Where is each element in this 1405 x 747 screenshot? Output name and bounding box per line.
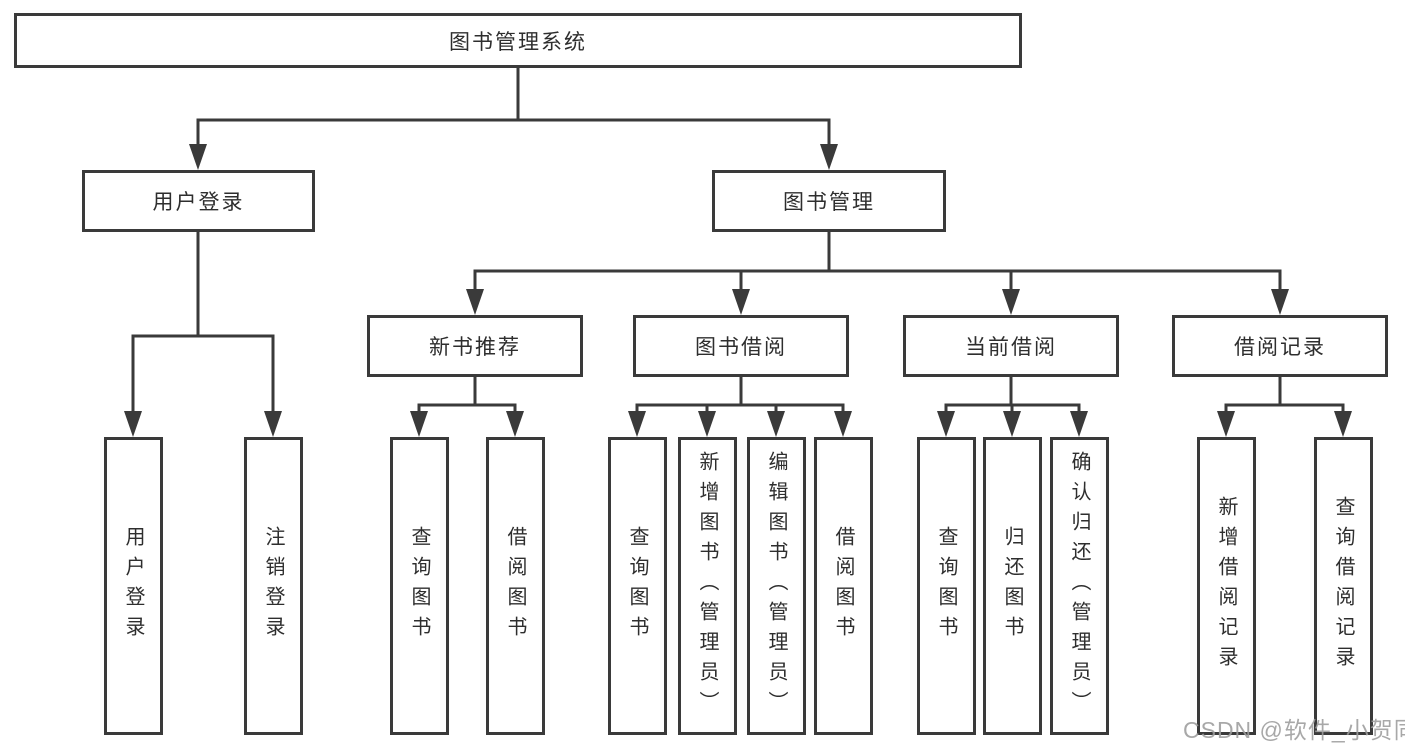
node-new-book-recommendation-label: 新书推荐 xyxy=(429,336,521,359)
leaf-borrow-books-borrow-label: 借阅图书 xyxy=(832,526,854,646)
leaf-borrow-books-recommend: 借阅图书 xyxy=(486,437,545,735)
leaf-add-borrow-record-label: 新增借阅记录 xyxy=(1215,496,1237,676)
leaf-query-borrow-record-label: 查询借阅记录 xyxy=(1332,496,1354,676)
leaf-return-book-label: 归还图书 xyxy=(1001,526,1023,646)
node-user-login: 用户登录 xyxy=(82,170,315,232)
node-user-login-label: 用户登录 xyxy=(152,191,245,214)
leaf-add-borrow-record: 新增借阅记录 xyxy=(1197,437,1256,735)
leaf-query-books-recommend: 查询图书 xyxy=(390,437,449,735)
leaf-query-books-borrow: 查询图书 xyxy=(608,437,667,735)
node-book-management-label: 图书管理 xyxy=(783,191,875,214)
leaf-query-borrow-record: 查询借阅记录 xyxy=(1314,437,1373,735)
leaf-query-books-current: 查询图书 xyxy=(917,437,976,735)
leaf-user-login-label: 用户登录 xyxy=(122,526,144,646)
watermark: CSDN @软件_小贺同学 xyxy=(1183,717,1405,743)
node-root: 图书管理系统 xyxy=(14,13,1022,68)
leaf-add-book-admin-label: 新增图书（管理员） xyxy=(696,451,718,721)
node-root-label: 图书管理系统 xyxy=(449,30,587,54)
node-borrowing-records-label: 借阅记录 xyxy=(1234,336,1326,359)
leaf-confirm-return-admin-label: 确认归还（管理员） xyxy=(1068,451,1090,721)
leaf-query-books-current-label: 查询图书 xyxy=(935,526,957,646)
leaf-confirm-return-admin: 确认归还（管理员） xyxy=(1050,437,1109,735)
node-book-borrowing: 图书借阅 xyxy=(633,315,849,377)
leaf-query-books-borrow-label: 查询图书 xyxy=(626,526,648,646)
node-current-borrowing: 当前借阅 xyxy=(903,315,1119,377)
leaf-logout-login: 注销登录 xyxy=(244,437,303,735)
node-book-management: 图书管理 xyxy=(712,170,946,232)
node-current-borrowing-label: 当前借阅 xyxy=(965,336,1057,359)
node-new-book-recommendation: 新书推荐 xyxy=(367,315,583,377)
leaf-add-book-admin: 新增图书（管理员） xyxy=(678,437,737,735)
leaf-borrow-books-borrow: 借阅图书 xyxy=(814,437,873,735)
node-borrowing-records: 借阅记录 xyxy=(1172,315,1388,377)
leaf-logout-login-label: 注销登录 xyxy=(262,526,284,646)
leaf-query-books-recommend-label: 查询图书 xyxy=(408,526,430,646)
arrowheads xyxy=(124,144,1352,437)
leaf-edit-book-admin: 编辑图书（管理员） xyxy=(747,437,806,735)
leaf-edit-book-admin-label: 编辑图书（管理员） xyxy=(765,451,787,721)
leaf-borrow-books-recommend-label: 借阅图书 xyxy=(504,526,526,646)
leaf-user-login: 用户登录 xyxy=(104,437,163,735)
node-book-borrowing-label: 图书借阅 xyxy=(695,336,787,359)
leaf-return-book: 归还图书 xyxy=(983,437,1042,735)
